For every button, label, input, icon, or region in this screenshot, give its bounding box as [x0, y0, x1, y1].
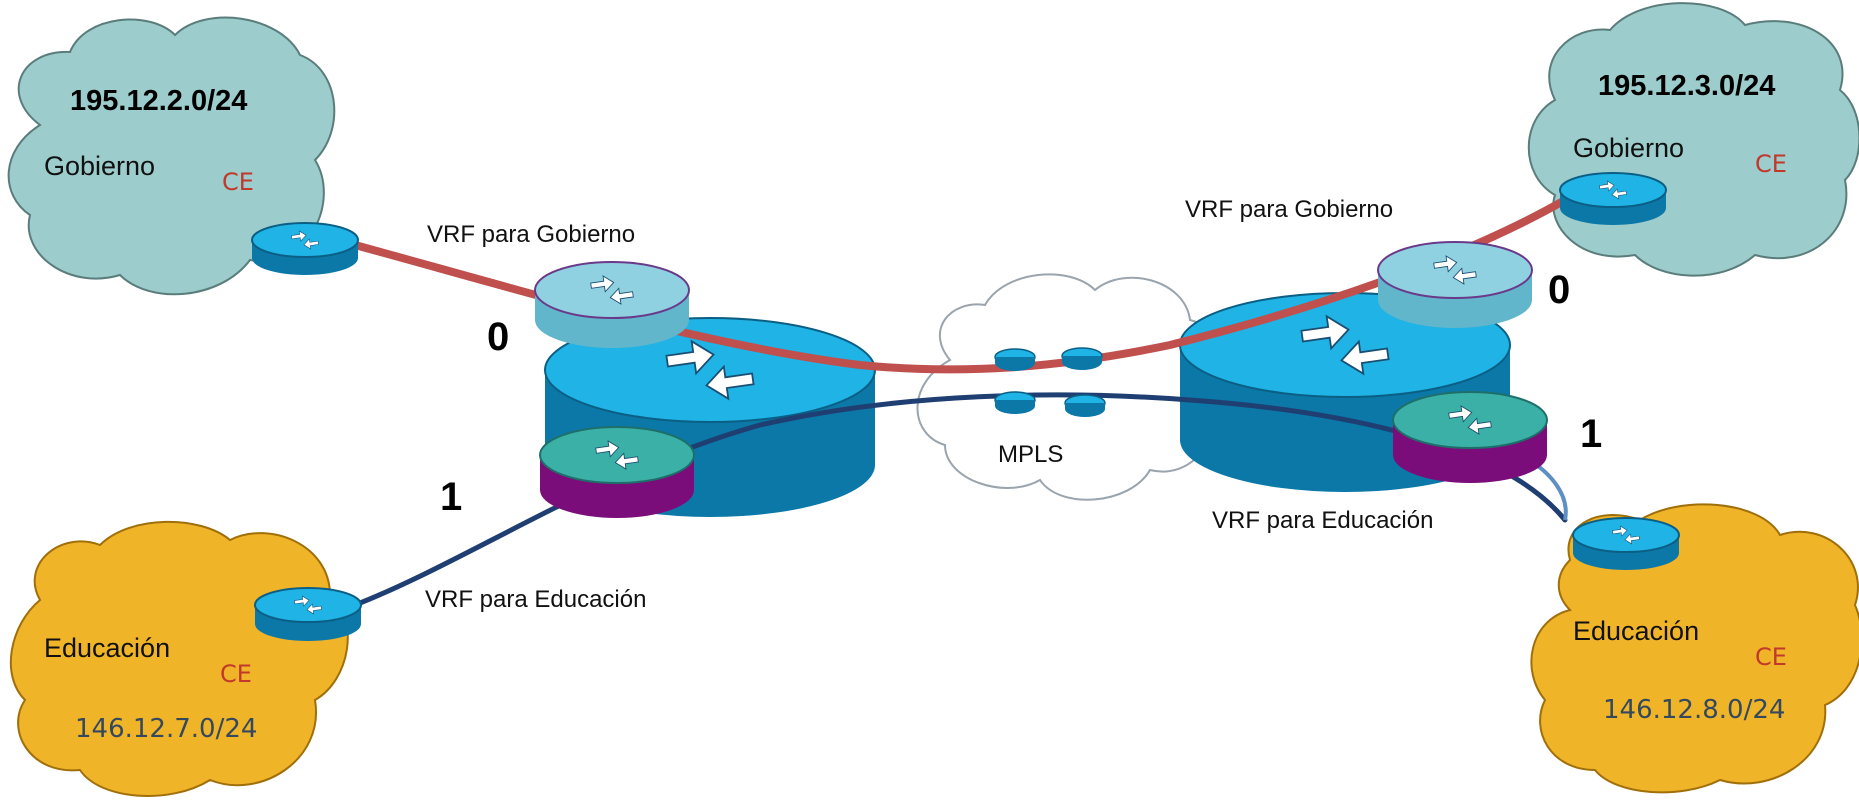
ce-router-educacion-left [254, 587, 362, 641]
site-name-educacion-right: Educación [1573, 616, 1699, 646]
ce-label-educacion-right: CE [1755, 643, 1787, 671]
prefix-educacion-left: 146.12.7.0/24 [75, 714, 257, 744]
mpls-label: MPLS [998, 441, 1063, 468]
mpls-router-2 [1061, 347, 1103, 370]
site-name-educacion-left: Educación [44, 633, 170, 663]
vrf-router-gobierno-right [1377, 241, 1533, 328]
site-name-gobierno-left: Gobierno [44, 151, 155, 181]
ce-router-gobierno-left [251, 222, 359, 275]
vrf-router-educacion-right [1392, 391, 1548, 483]
vrf-label-educacion-left: VRF para Educación [425, 586, 646, 613]
cloud-mpls [916, 273, 1226, 501]
mpls-router-1 [994, 348, 1036, 371]
ce-label-gobierno-left: CE [222, 168, 254, 196]
cloud-educacion-left [9, 520, 349, 797]
cloud-gobierno-left [7, 16, 336, 296]
ce-router-gobierno-right [1559, 172, 1667, 225]
mpls-router-4 [1064, 394, 1106, 417]
site-name-gobierno-right: Gobierno [1573, 133, 1684, 163]
link-id-gobierno-right: 0 [1548, 268, 1570, 312]
vrf-router-gobierno-left [534, 261, 690, 348]
vrf-router-educacion-left [539, 426, 695, 518]
prefix-gobierno-right: 195.12.3.0/24 [1598, 70, 1775, 102]
prefix-gobierno-left: 195.12.2.0/24 [70, 85, 247, 117]
ce-router-educacion-right [1572, 517, 1680, 570]
vrf-label-gobierno-right: VRF para Gobierno [1185, 196, 1393, 223]
ce-label-gobierno-right: CE [1755, 150, 1787, 178]
link-id-educacion-right: 1 [1580, 412, 1602, 456]
mpls-router-3 [994, 391, 1036, 414]
prefix-educacion-right: 146.12.8.0/24 [1603, 695, 1785, 725]
vrf-label-educacion-right: VRF para Educación [1212, 507, 1433, 534]
link-id-gobierno-left: 0 [487, 315, 509, 359]
mpls-routers [994, 347, 1106, 417]
ce-label-educacion-left: CE [220, 660, 252, 688]
cloud-educacion-right [1530, 503, 1859, 794]
vrf-label-gobierno-left: VRF para Gobierno [427, 221, 635, 248]
link-id-educacion-left: 1 [440, 475, 462, 519]
